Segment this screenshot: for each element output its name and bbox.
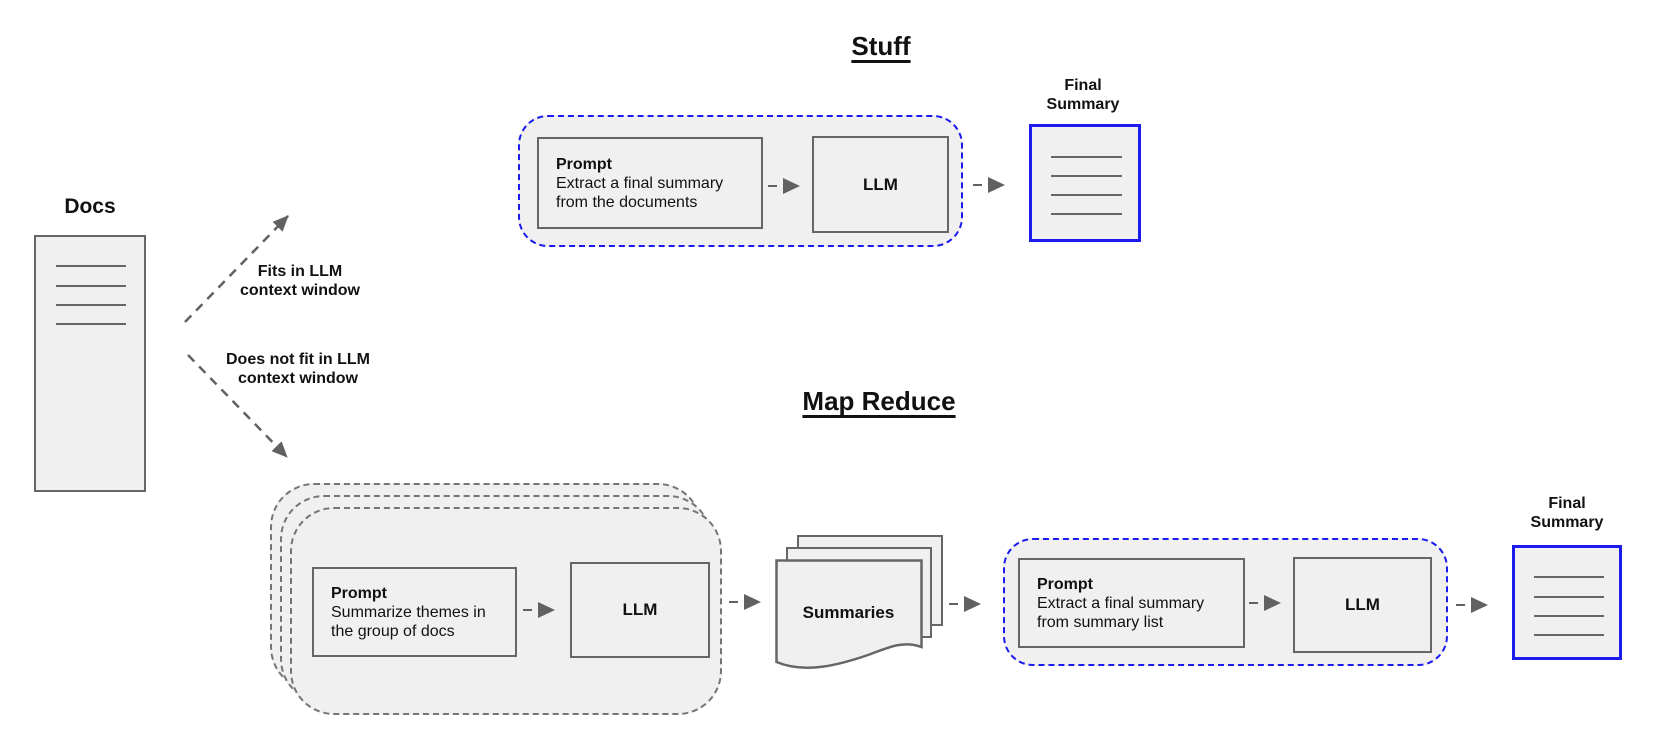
map-prompt-line2: the group of docs	[331, 622, 455, 640]
arrow-dash	[729, 601, 738, 603]
map-reduce-title: Map Reduce	[802, 386, 956, 416]
docs-document-icon	[34, 235, 146, 492]
arrowhead-icon	[783, 178, 800, 194]
arrowhead-icon	[538, 602, 555, 618]
arrowhead-icon	[1264, 595, 1281, 611]
arrowhead-icon	[988, 177, 1005, 193]
doc-line	[56, 265, 126, 267]
arrow-dash	[949, 603, 958, 605]
arrowhead-icon	[744, 594, 761, 610]
map-prompt-box: Prompt Summarize themes in the group of …	[312, 567, 517, 657]
arrowhead-icon	[964, 596, 981, 612]
doc-line	[56, 304, 126, 306]
stuff-prompt-line2: from the documents	[556, 193, 698, 211]
reduce-final-summary-document-icon	[1512, 545, 1622, 660]
doc-line	[1534, 634, 1604, 636]
stuff-prompt-to-llm-arrow	[768, 178, 800, 194]
map-prompt-heading: Prompt	[331, 584, 387, 602]
stuff-final-summary-label: Final Summary	[1023, 76, 1143, 114]
stuff-llm-to-summary-arrow	[973, 177, 1005, 193]
does-not-fit-branch-label-line1: Does not fit in LLM	[226, 351, 370, 368]
reduce-prompt-line2: from summary list	[1037, 613, 1164, 631]
summaries-front-page-icon	[775, 559, 923, 669]
map-prompt-line1: Summarize themes in	[331, 603, 486, 621]
stuff-prompt-box: Prompt Extract a final summary from the …	[537, 137, 763, 229]
reduce-llm-label: LLM	[1345, 595, 1380, 614]
stuff-final-summary-document-icon	[1029, 124, 1141, 242]
doc-line	[1051, 175, 1122, 177]
fits-branch-label-line2: context window	[240, 282, 360, 299]
fits-branch-label-line1: Fits in LLM	[257, 263, 343, 280]
map-llm-box: LLM	[570, 562, 710, 658]
doc-line	[1051, 194, 1122, 196]
fits-branch-label: Fits in LLM context window	[220, 262, 380, 300]
reduce-final-summary-label-line2: Summary	[1530, 514, 1604, 531]
arrow-dash	[1249, 602, 1258, 604]
summaries-label: Summaries	[802, 603, 895, 622]
map-to-summaries-arrow	[729, 594, 761, 610]
summaries-to-reduce-arrow	[949, 596, 981, 612]
stuff-llm-label: LLM	[863, 174, 898, 194]
reduce-llm-to-summary-arrow	[1456, 597, 1488, 613]
reduce-prompt-line1: Extract a final summary	[1037, 594, 1205, 612]
reduce-prompt-to-llm-arrow	[1249, 595, 1281, 611]
map-llm-label: LLM	[622, 600, 658, 619]
doc-line	[56, 323, 126, 325]
docs-label: Docs	[64, 195, 116, 218]
reduce-prompt-heading: Prompt	[1037, 575, 1093, 593]
arrow-dash	[973, 184, 982, 186]
stuff-llm-box: LLM	[812, 136, 949, 233]
does-not-fit-branch-label: Does not fit in LLM context window	[208, 350, 388, 388]
reduce-llm-box: LLM	[1293, 557, 1432, 653]
doc-line	[56, 285, 126, 287]
reduce-final-summary-label: Final Summary	[1507, 494, 1627, 532]
doc-line	[1534, 615, 1604, 617]
arrow-dash	[768, 185, 777, 187]
doc-line	[1534, 576, 1604, 578]
stuff-prompt-line1: Extract a final summary	[556, 174, 724, 192]
does-not-fit-branch-label-line2: context window	[238, 370, 358, 387]
reduce-final-summary-label-line1: Final	[1548, 495, 1586, 512]
stuff-final-summary-label-line2: Summary	[1046, 96, 1120, 113]
doc-line	[1051, 156, 1122, 158]
stuff-title: Stuff	[851, 31, 911, 61]
arrowhead-icon	[1471, 597, 1488, 613]
map-prompt-to-llm-arrow	[523, 602, 555, 618]
doc-line	[1051, 213, 1122, 215]
doc-line	[1534, 596, 1604, 598]
arrow-dash	[1456, 604, 1465, 606]
reduce-prompt-box: Prompt Extract a final summary from summ…	[1018, 558, 1245, 648]
arrow-dash	[523, 609, 532, 611]
stuff-final-summary-label-line1: Final	[1064, 77, 1102, 94]
stuff-prompt-heading: Prompt	[556, 155, 612, 173]
